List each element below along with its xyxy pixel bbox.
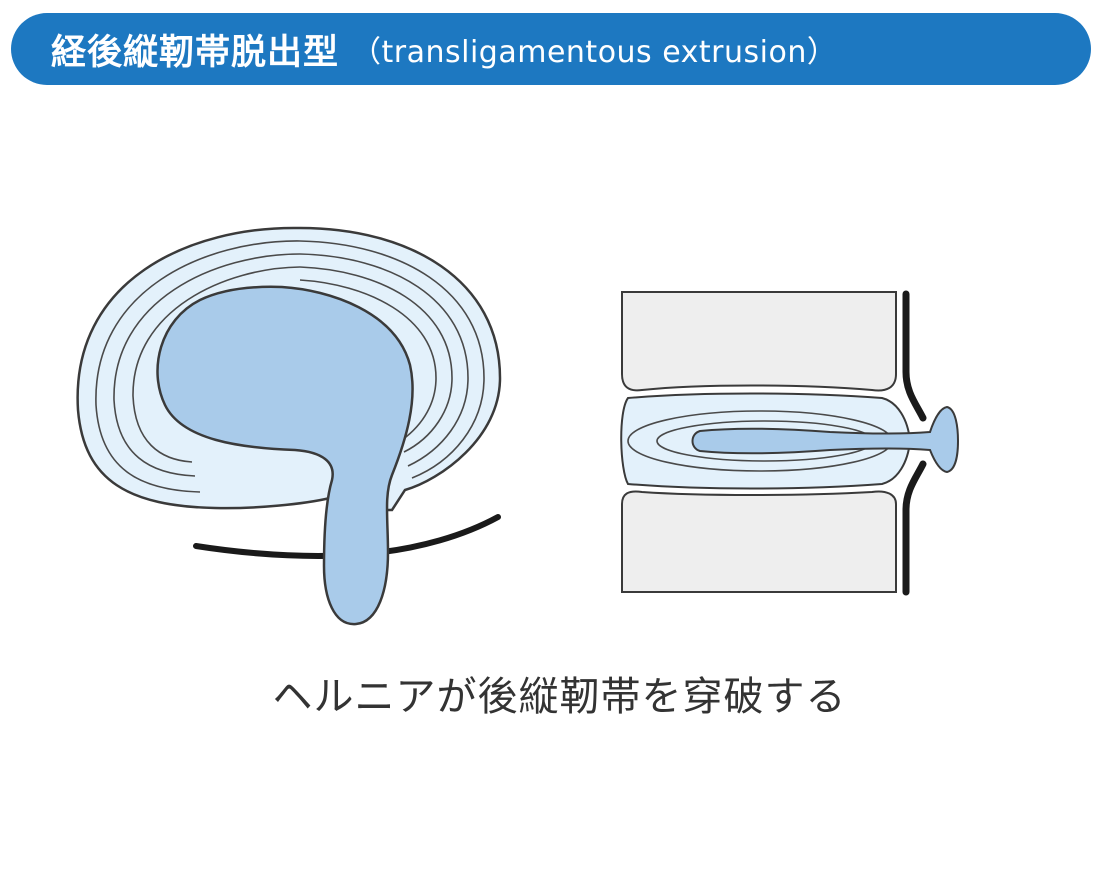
axial-disc-view xyxy=(76,226,502,626)
nucleus-pulposus-herniation xyxy=(156,285,414,626)
title-banner: 経後縦靭帯脱出型 （transligamentous extrusion） xyxy=(11,13,1091,85)
sagittal-view xyxy=(620,290,960,596)
title-subtitle: （transligamentous extrusion） xyxy=(351,35,838,70)
lower-vertebral-body xyxy=(621,490,897,593)
title-main: 経後縦靭帯脱出型 xyxy=(51,32,340,73)
sagittal-nucleus-extrusion xyxy=(691,405,960,474)
annulus-lamellae xyxy=(95,240,485,493)
upper-vertebral-body xyxy=(621,291,897,392)
posterior-longitudinal-ligament-sagittal xyxy=(902,290,927,596)
diagram-caption: ヘルニアが後縦靭帯を穿破する xyxy=(272,674,847,720)
